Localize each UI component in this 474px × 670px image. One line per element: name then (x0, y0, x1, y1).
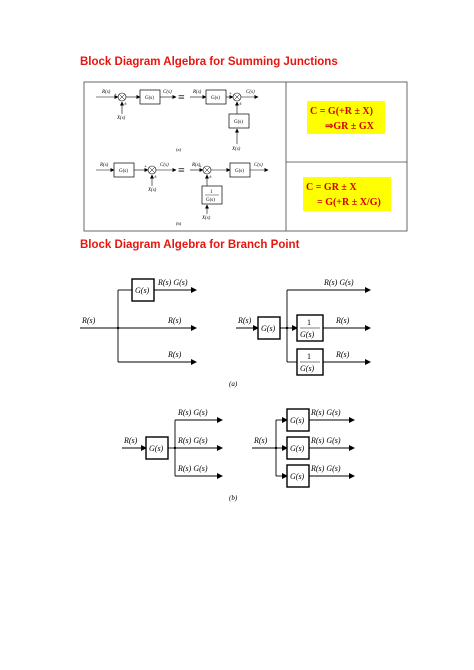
summing-b-equivalence: ≡ (178, 163, 185, 177)
summing-b-left-block-label: G(s) (119, 169, 128, 174)
summing-b-right-output-label: C(s) (254, 163, 263, 168)
summing-a-left-output-label: C(s) (163, 90, 172, 95)
branch-b-equivalent: R(s) G(s) G(s) G(s) R(s) G(s) R(s) G(s) … (252, 408, 355, 488)
branch-a-left-input-label: R(s) (81, 316, 96, 325)
formula-b-line1: C = GR ± X (306, 182, 357, 193)
branch-b-right-input-label: R(s) (253, 436, 268, 445)
summing-a-right-input-label: R(s) (192, 90, 202, 95)
branch-a-original: R(s) G(s) R(s) G(s) R(s) R(s) (80, 278, 197, 365)
summing-b-left-output-label: C(s) (160, 163, 169, 168)
branch-a-right-block-label: G(s) (261, 324, 276, 333)
summing-a-original: R(s) + ± X(s) G(s) C(s) (96, 89, 177, 121)
branch-a-right-recip-den-bot: G(s) (300, 364, 315, 373)
branch-a-left-block-label: G(s) (135, 286, 150, 295)
summing-a-right-main-block-label: G(s) (211, 96, 220, 101)
summing-panel: R(s) + ± X(s) G(s) C(s) ≡ R(s) G(s) (83, 81, 408, 232)
branch-a-left-out-top: R(s) G(s) (157, 278, 188, 287)
branch-a-right-recip-num-mid: 1 (307, 318, 311, 327)
summing-a-left-pm: ± (124, 102, 127, 107)
summing-b-right-plus: + (199, 165, 202, 170)
branch-b-right-out-3: R(s) G(s) (310, 464, 341, 473)
formula-a-line2: ⇒GR ± GX (325, 121, 375, 132)
branch-a-left-out-bot: R(s) (167, 350, 182, 359)
branch-b-right-block-3-label: G(s) (290, 472, 305, 481)
formula-a-line1: C = G(+R ± X) (310, 106, 373, 117)
summing-a-right-output-label: C(s) (246, 90, 255, 95)
summing-b-right-main-block-label: G(s) (235, 169, 244, 174)
branch-b-original: R(s) G(s) R(s) G(s) R(s) G(s) R(s) G(s) (122, 408, 223, 479)
branch-point-heading: Block Diagram Algebra for Branch Point (80, 239, 300, 251)
summing-b-left-input-label: R(s) (99, 163, 109, 168)
branch-a-right-recip-den-mid: G(s) (300, 330, 315, 339)
summing-b-right-pm: ± (209, 175, 212, 180)
summing-b-left-plus: + (144, 165, 147, 170)
branch-a-right-branch-point (285, 326, 289, 330)
branch-a-right-out-mid: R(s) (335, 316, 350, 325)
summing-a-right-side-block (228, 113, 250, 129)
summing-b-left-side-input: X(s) (147, 188, 157, 193)
branch-a-right-out-bot: R(s) (335, 350, 350, 359)
formula-b-line2: = G(+R ± X/G) (317, 197, 381, 208)
summing-b-right-recip-den: G(s) (206, 198, 215, 203)
branch-b-left-block-label: G(s) (149, 444, 164, 453)
branch-b-right-block-2-label: G(s) (290, 444, 305, 453)
branch-a-equivalent: R(s) G(s) R(s) G(s) 1 G(s) R(s) 1 G(s) R… (236, 278, 371, 376)
summing-a-right-side-block-label: G(s) (234, 120, 243, 125)
summing-a-caption: (a) (176, 147, 181, 152)
formula-a-highlight (307, 101, 385, 134)
branch-b-left-out-1: R(s) G(s) (177, 408, 208, 417)
branch-a-caption: (a) (229, 380, 238, 388)
branch-a-right-out-top: R(s) G(s) (323, 278, 354, 287)
summing-a-right-plus: + (229, 92, 232, 97)
branch-a-left-out-mid: R(s) (167, 316, 182, 325)
summing-panel-border (83, 81, 408, 232)
summing-b-equivalent: R(s) + ± G(s) C(s) 1 G(s) X(s) (190, 162, 269, 221)
formula-b: C = GR ± X = G(+R ± X/G) (303, 177, 391, 211)
formula-a: C = G(+R ± X) ⇒GR ± GX (307, 101, 385, 134)
branch-b-right-block-1-label: G(s) (290, 416, 305, 425)
branch-b-right-out-2: R(s) G(s) (310, 436, 341, 445)
summing-a-left-plus: + (114, 93, 117, 98)
summing-a-equivalence: ≡ (178, 90, 185, 104)
summing-b-right-side-input: X(s) (201, 216, 211, 221)
summing-b-left-pm: ± (154, 175, 157, 180)
branch-b-left-out-3: R(s) G(s) (177, 464, 208, 473)
branch-b-left-out-2: R(s) G(s) (177, 436, 208, 445)
branch-b-right-out-1: R(s) G(s) (310, 408, 341, 417)
summing-a-right-pm: ± (239, 102, 242, 107)
summing-a-left-input-label: R(s) (101, 90, 111, 95)
branch-b-caption: (b) (229, 494, 238, 502)
summing-a-right-side-input: X(s) (231, 147, 241, 152)
summing-b-original: R(s) G(s) + ± X(s) C(s) (96, 162, 177, 193)
summing-b-caption: (b) (176, 221, 182, 226)
summing-b-right-input-label: R(s) (191, 163, 201, 168)
summing-junctions-heading: Block Diagram Algebra for Summing Juncti… (80, 56, 338, 68)
summing-a-left-block-label: G(s) (145, 96, 154, 101)
summing-b-right-recip-num: 1 (210, 190, 213, 195)
summing-a-left-side-input: X(s) (116, 116, 126, 121)
formula-b-highlight (303, 177, 391, 211)
branch-b-left-input-label: R(s) (123, 436, 138, 445)
summing-a-equivalent: R(s) G(s) + ± C(s) G(s) X(s) (190, 89, 259, 152)
branch-a-left-branch-point (116, 326, 120, 330)
branch-a-right-input-label: R(s) (237, 316, 252, 325)
branch-a-right-recip-num-bot: 1 (307, 352, 311, 361)
